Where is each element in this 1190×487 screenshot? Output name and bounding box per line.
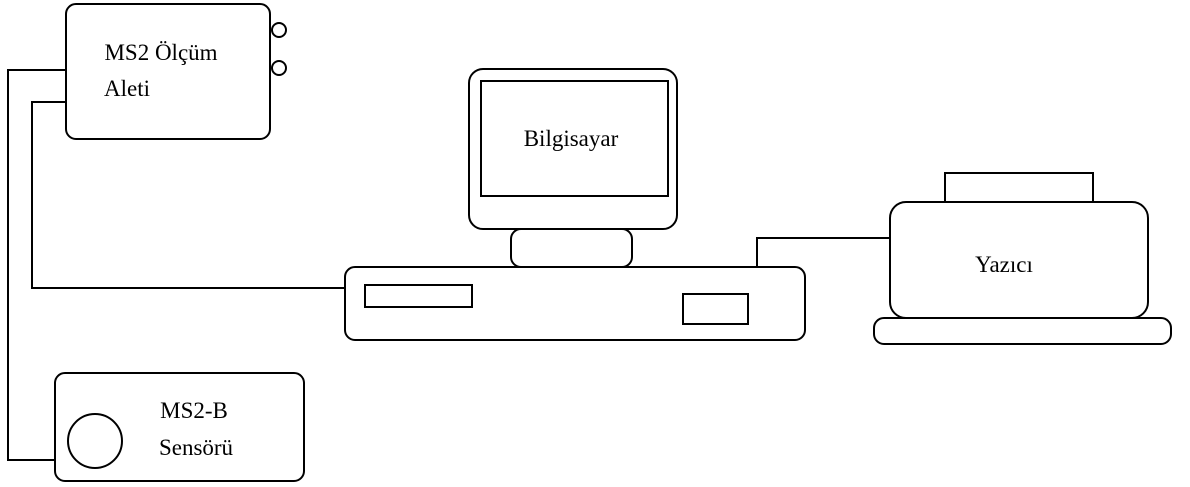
computer-screen: [480, 80, 669, 197]
computer-monitor-stand: [510, 228, 633, 268]
meter-to-computer-wire: [31, 101, 345, 289]
sensor-device: MS2-B Sensörü: [54, 372, 305, 482]
printer-paper-tray: [944, 172, 1094, 204]
meter-to-sensor-wire: [7, 69, 68, 461]
wires: [7, 69, 890, 461]
meter-label-line2: Aleti: [104, 76, 150, 101]
printer: Yazıcı: [873, 172, 1172, 345]
meter-device: MS2 Ölçüm Aleti: [65, 3, 287, 140]
meter-label-line1: MS2 Ölçüm: [104, 40, 217, 65]
computer-to-printer-wire: [756, 237, 890, 268]
computer: Bilgisayar: [344, 68, 806, 341]
meter-port-top: [271, 22, 287, 38]
sensor-label-line2: Sensörü: [159, 435, 234, 460]
meter-box: [65, 3, 271, 140]
computer-drive-bay: [682, 293, 749, 325]
computer-label: Bilgisayar: [524, 126, 619, 151]
sensor-label-line1: MS2-B: [160, 398, 228, 423]
printer-base: [873, 317, 1172, 345]
meter-port-bottom: [271, 60, 287, 76]
printer-label: Yazıcı: [975, 252, 1033, 277]
computer-drive-slot: [364, 284, 473, 308]
sensor-circle: [67, 413, 123, 469]
